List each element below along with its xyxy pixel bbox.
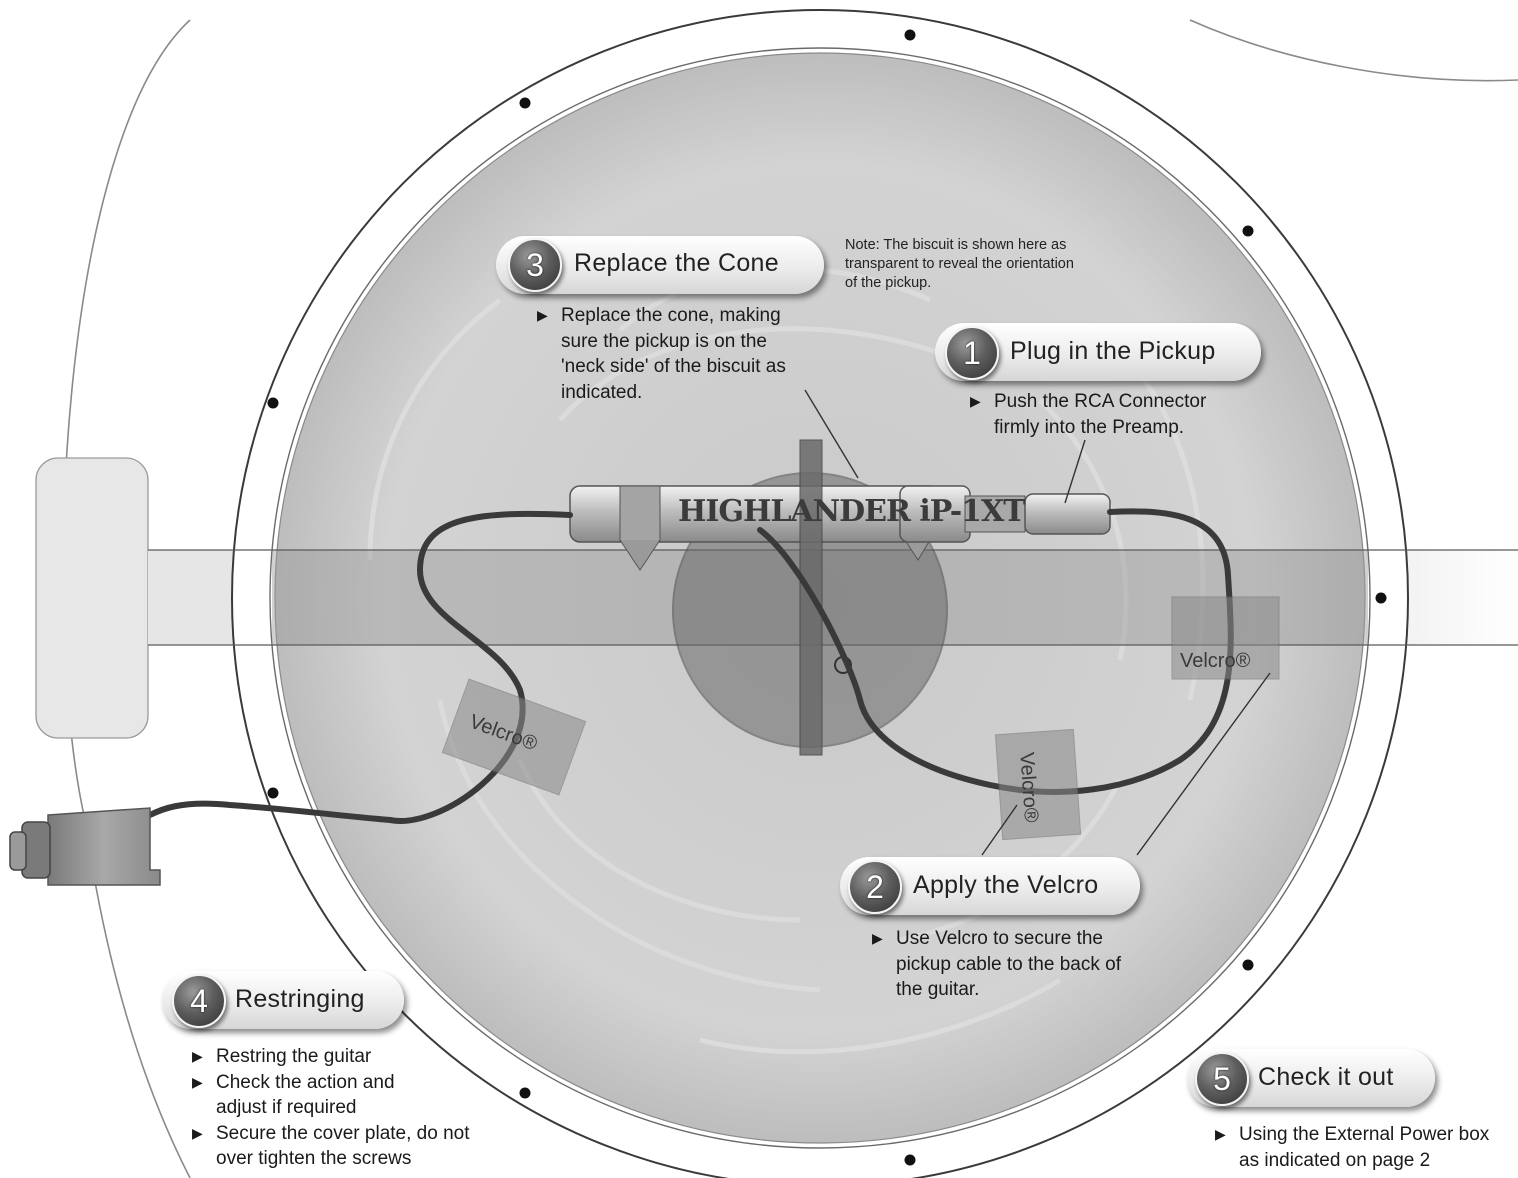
guitar-body-outline-top [1189, 19, 1518, 82]
step-4-number-icon: 4 [172, 974, 226, 1028]
step-3-title: Replace the Cone [574, 249, 779, 277]
biscuit-note: Note: The biscuit is shown here as trans… [845, 237, 1074, 291]
velcro-patch-right [1171, 596, 1280, 680]
heel-block [35, 457, 149, 739]
step-5-bullet: Using the External Power box as indicate… [1215, 1122, 1500, 1173]
step-2-number-icon: 2 [848, 860, 902, 914]
step-3-number-icon: 3 [508, 238, 562, 292]
step-1-title: Plug in the Pickup [1010, 337, 1216, 365]
velcro-label-center: Velcro® [1015, 751, 1043, 824]
step-4-bullet: Check the action and adjust if required [192, 1070, 426, 1121]
step-1-bullet: Push the RCA Connector firmly into the P… [970, 389, 1245, 440]
step-2-bullet: Use Velcro to secure the pickup cable to… [872, 926, 1137, 1003]
step-2-bullets: Use Velcro to secure the pickup cable to… [872, 926, 1137, 1003]
step-5-title: Check it out [1258, 1063, 1394, 1091]
pickup-cable-2 [757, 508, 1234, 795]
screw-dots [267, 29, 1387, 1166]
step-4-bullet: Secure the cover plate, do not over tigh… [192, 1121, 481, 1172]
step-3-bullet: Replace the cone, making sure the pickup… [537, 303, 815, 405]
step-4-title: Restringing [235, 985, 365, 1013]
step-5-bullets: Using the External Power box as indicate… [1215, 1122, 1500, 1173]
step-4-bullet: Restring the guitar [192, 1044, 482, 1070]
step-2-title: Apply the Velcro [913, 871, 1099, 899]
step-1-bullets: Push the RCA Connector firmly into the P… [970, 389, 1245, 440]
pickup-brand-label: HIGHLANDER iP-1XT [678, 494, 1026, 529]
step-3-bullets: Replace the cone, making sure the pickup… [537, 303, 815, 405]
velcro-patch-center [994, 728, 1082, 841]
step-1-number-icon: 1 [945, 326, 999, 380]
output-jack [9, 807, 161, 886]
step-5-number-icon: 5 [1195, 1052, 1249, 1106]
pickup-body [569, 485, 1111, 571]
step-4-bullets: Restring the guitar Check the action and… [192, 1044, 482, 1172]
velcro-patch-left [441, 678, 587, 796]
velcro-label-right: Velcro® [1180, 650, 1251, 672]
